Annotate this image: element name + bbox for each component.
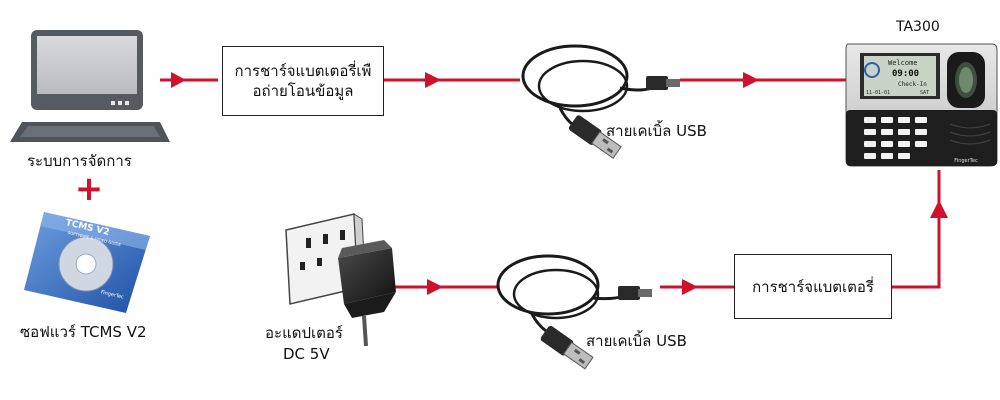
cable-top-label: สายเคเบิ้ล USB xyxy=(606,122,707,140)
software-disc-icon: TCMS V2 SOFTWARE & VIDEO GUIDE FingerTec xyxy=(24,212,150,313)
adapter-label-line2: DC 5V xyxy=(283,345,330,363)
software-label: ซอฟแวร์ TCMS V2 xyxy=(20,323,147,341)
power-adapter-icon xyxy=(285,213,396,347)
device-screen-date: 11-01-01 xyxy=(866,90,890,96)
cable-bottom-label: สายเคเบิ้ล USB xyxy=(586,332,687,350)
device-title: TA300 xyxy=(896,19,940,35)
arrow-box-to-cable xyxy=(380,72,520,88)
device-screen-checkin: Check-In xyxy=(898,81,927,88)
box-charge-transfer: การชาร์จแบตเตอรี่เพื อถ่ายโอนข้อมูล xyxy=(222,46,384,116)
device-screen-day: SAT xyxy=(920,90,929,96)
arrow-cable-to-box xyxy=(660,279,734,295)
usb-cable-icon-bottom xyxy=(496,254,625,333)
box-charge-transfer-line2: อถ่ายโอนข้อมูล xyxy=(252,82,354,100)
box-charge-label: การชาร์จแบตเตอรี่ xyxy=(752,277,874,296)
arrow-box-up-to-device xyxy=(891,170,948,289)
box-charge-transfer-line1: การชาร์จแบตเตอรี่เพื xyxy=(234,62,372,80)
device-screen-time: 09:00 xyxy=(892,69,919,79)
device-screen-welcome: Welcome xyxy=(888,59,918,67)
plus-sign: + xyxy=(75,169,104,209)
box-charge: การชาร์จแบตเตอรี่ xyxy=(734,254,892,319)
arrow-computer-to-box xyxy=(160,72,218,88)
device-brand: FingerTec xyxy=(954,158,978,164)
computer-label: ระบบการจัดการ xyxy=(27,152,132,170)
usb-cable-icon xyxy=(521,44,653,126)
usb-plug-bottom xyxy=(540,286,652,370)
computer-icon xyxy=(10,30,170,142)
adapter-label-line1: อะแดปเตอร์ xyxy=(265,324,343,342)
ta300-device-icon: Welcome 09:00 Check-In 11-01-01 SAT Fing… xyxy=(845,43,998,167)
arrow-adapter-to-cable xyxy=(393,279,497,295)
disc-brand: FingerTec xyxy=(100,289,124,300)
usb-plug-top xyxy=(568,76,680,159)
arrow-cable-to-device xyxy=(680,72,846,88)
